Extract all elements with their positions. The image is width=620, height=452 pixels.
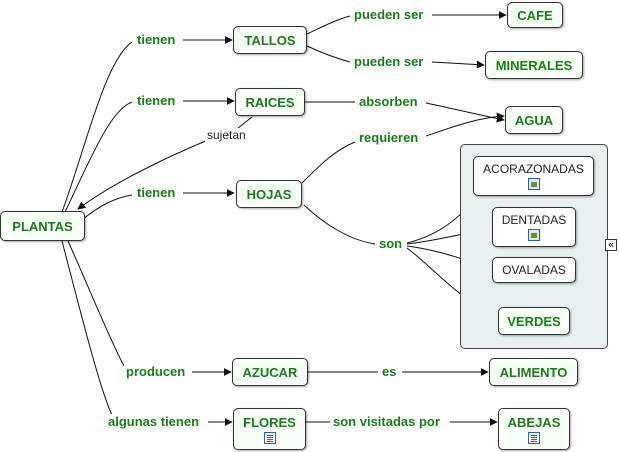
concept-label: ABEJAS xyxy=(507,414,561,430)
edge-plantas-algunas-tienen xyxy=(61,240,113,416)
image-resource-icon[interactable] xyxy=(528,229,540,241)
concept-label: OVALADAS xyxy=(502,263,566,277)
concept-label: FLORES xyxy=(243,414,296,430)
edge-plantas-tienen-hojas xyxy=(81,194,133,221)
link-tienen-raices[interactable]: tienen xyxy=(135,93,178,108)
collapse-double-chevron-icon[interactable]: « xyxy=(605,239,617,251)
concept-abejas[interactable]: ABEJAS xyxy=(498,408,570,450)
concept-raices[interactable]: RAICES xyxy=(235,88,305,116)
edge-sujetan-plantas-arrow xyxy=(77,139,209,210)
concept-label: TALLOS xyxy=(244,32,296,48)
concept-label: ACORAZONADAS xyxy=(483,162,584,176)
concept-tallos[interactable]: TALLOS xyxy=(233,26,307,54)
concept-alimento[interactable]: ALIMENTO xyxy=(489,358,578,386)
edge-plantas-tienen-tallos xyxy=(61,41,133,213)
edge-tallos-pueden-ser-2 xyxy=(306,45,351,63)
concept-verdes[interactable]: VERDES xyxy=(498,307,570,335)
concept-flores[interactable]: FLORES xyxy=(233,408,306,450)
concept-dentadas[interactable]: DENTADAS xyxy=(492,207,576,247)
edge-plantas-tienen-raices xyxy=(64,101,133,213)
edge-requieren-agua-arrow xyxy=(425,112,505,137)
image-resource-icon[interactable] xyxy=(527,178,540,190)
edge-pueden-ser-minerales-arrow xyxy=(431,60,485,69)
concept-label: HOJAS xyxy=(246,186,292,202)
link-tienen-tallos[interactable]: tienen xyxy=(135,32,178,47)
concept-agua[interactable]: AGUA xyxy=(505,106,563,134)
concept-label: ALIMENTO xyxy=(499,364,568,380)
link-requieren[interactable]: requieren xyxy=(357,130,421,145)
concept-acorazonadas[interactable]: ACORAZONADAS xyxy=(473,156,594,196)
link-tienen-hojas[interactable]: tienen xyxy=(135,185,178,200)
link-sujetan[interactable]: sujetan xyxy=(205,128,248,143)
concept-label: AZUCAR xyxy=(242,364,298,380)
concept-label: VERDES xyxy=(507,313,561,329)
link-producen[interactable]: producen xyxy=(124,364,188,379)
edge-raices-sujetan xyxy=(237,116,253,129)
link-pueden-ser-minerales[interactable]: pueden ser xyxy=(352,54,426,69)
concept-azucar[interactable]: AZUCAR xyxy=(232,358,308,386)
concept-minerales[interactable]: MINERALES xyxy=(485,51,583,79)
concept-cafe[interactable]: CAFE xyxy=(507,2,563,28)
edge-hojas-son xyxy=(303,204,376,245)
concept-label: DENTADAS xyxy=(501,213,567,227)
concept-ovaladas[interactable]: OVALADAS xyxy=(492,257,576,283)
link-es[interactable]: es xyxy=(380,364,399,379)
link-absorben[interactable]: absorben xyxy=(357,94,420,109)
edge-plantas-producen xyxy=(67,240,125,367)
concept-hojas[interactable]: HOJAS xyxy=(236,180,302,208)
link-pueden-ser-cafe[interactable]: pueden ser xyxy=(352,7,426,22)
concept-plantas[interactable]: PLANTAS xyxy=(0,211,85,241)
concept-label: AGUA xyxy=(514,112,554,128)
concept-label: PLANTAS xyxy=(12,218,73,234)
document-resource-icon[interactable] xyxy=(263,431,276,444)
link-son[interactable]: son xyxy=(377,236,405,251)
edge-absorben-agua-arrow xyxy=(425,102,505,123)
edge-hojas-requieren xyxy=(301,141,356,184)
document-resource-icon[interactable] xyxy=(528,431,540,444)
concept-label: MINERALES xyxy=(495,57,573,73)
edge-tallos-pueden-ser-1 xyxy=(306,15,351,35)
link-algunas-tienen[interactable]: algunas tienen xyxy=(106,414,202,429)
concept-label: CAFE xyxy=(517,7,553,23)
concept-label: RAICES xyxy=(245,94,295,110)
link-son-visitadas-por[interactable]: son visitadas por xyxy=(331,414,442,429)
